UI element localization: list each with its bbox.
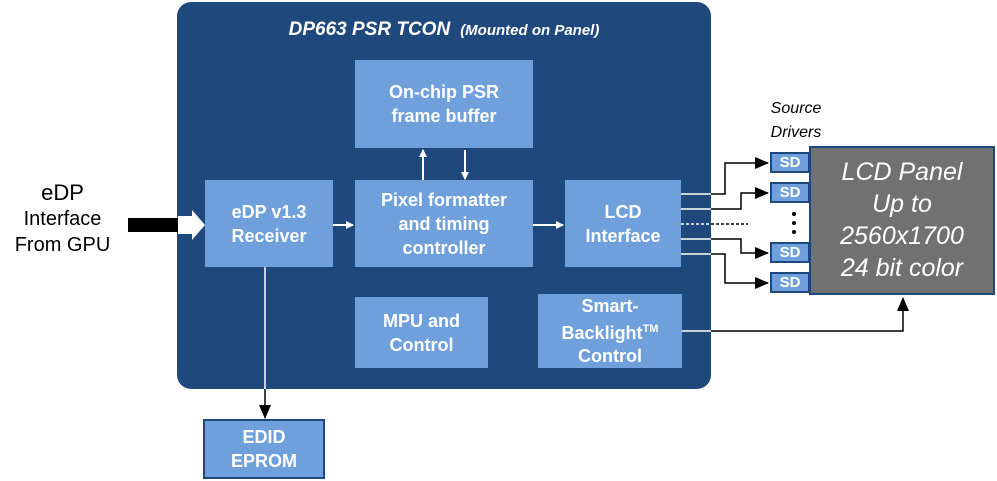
input-label: eDP Interface From GPU: [0, 180, 125, 258]
frame-buffer-line2: frame buffer: [391, 106, 497, 126]
pixel-formatter-line2: and timing: [398, 213, 490, 234]
arrow-to-sd-4: [711, 253, 769, 289]
arrow-to-sd-3: [711, 238, 769, 259]
receiver-line1: eDP v1.3: [231, 201, 307, 222]
input-arrow-icon: [178, 210, 205, 240]
backlight-line3: Control: [578, 345, 642, 366]
source-driver-3: SD: [770, 242, 810, 263]
chip-title-text: DP663 PSR TCON: [288, 19, 451, 40]
source-driver-4: SD: [770, 272, 810, 293]
pixel-formatter-block: Pixel formatter and timing controller: [355, 180, 533, 267]
lcd-interface-line1: LCD: [604, 201, 642, 222]
source-drivers-line2: Drivers: [770, 124, 822, 141]
lcd-panel-line1: LCD Panel: [841, 158, 963, 186]
mpu-line2: Control: [389, 334, 454, 355]
lcd-interface-line2: Interface: [585, 225, 661, 246]
lcd-interface-block: LCD Interface: [565, 180, 681, 267]
frame-buffer-block: On-chip PSR frame buffer: [355, 60, 533, 148]
backlight-line2: BacklightTM: [562, 318, 659, 345]
edid-line1: EDID: [242, 427, 286, 447]
gpu-input-bar: [128, 218, 178, 232]
input-label-line2: Interface: [23, 208, 102, 230]
mpu-block: MPU and Control: [355, 297, 488, 368]
chip-subtitle: (Mounted on Panel): [460, 22, 600, 39]
source-drivers-label: Source Drivers: [755, 97, 837, 145]
input-label-line3: From GPU: [14, 234, 111, 256]
lcd-panel: LCD Panel Up to 2560x1700 24 bit color: [809, 146, 995, 295]
receiver-line2: Receiver: [231, 225, 307, 246]
backlight-line2-text: Backlight: [561, 322, 643, 343]
lcd-panel-line2: Up to: [872, 190, 932, 218]
pixel-formatter-line1: Pixel formatter: [380, 189, 508, 210]
frame-buffer-line1: On-chip PSR: [388, 82, 499, 102]
arrow-to-sd-1: [711, 157, 769, 195]
lcd-panel-line3: 2560x1700: [840, 222, 964, 250]
source-driver-2: SD: [770, 182, 810, 203]
source-driver-1: SD: [770, 152, 810, 173]
edid-eprom-block: EDID EPROM: [203, 419, 325, 479]
source-drivers-line1: Source: [770, 100, 822, 117]
chip-title: DP663 PSR TCON (Mounted on Panel): [177, 19, 711, 41]
arrow-backlight-to-panel: [711, 297, 909, 332]
receiver-block: eDP v1.3 Receiver: [205, 180, 333, 267]
backlight-line1: Smart-: [581, 295, 639, 316]
input-label-line1: eDP: [41, 180, 84, 205]
edid-line2: EPROM: [230, 451, 297, 471]
lcd-panel-line4: 24 bit color: [840, 254, 964, 282]
trademark-mark: TM: [642, 322, 659, 335]
smart-backlight-block: Smart- BacklightTM Control: [538, 294, 682, 368]
pixel-formatter-line3: controller: [402, 237, 486, 258]
mpu-line1: MPU and: [382, 310, 460, 331]
arrow-to-sd-2: [711, 187, 769, 210]
